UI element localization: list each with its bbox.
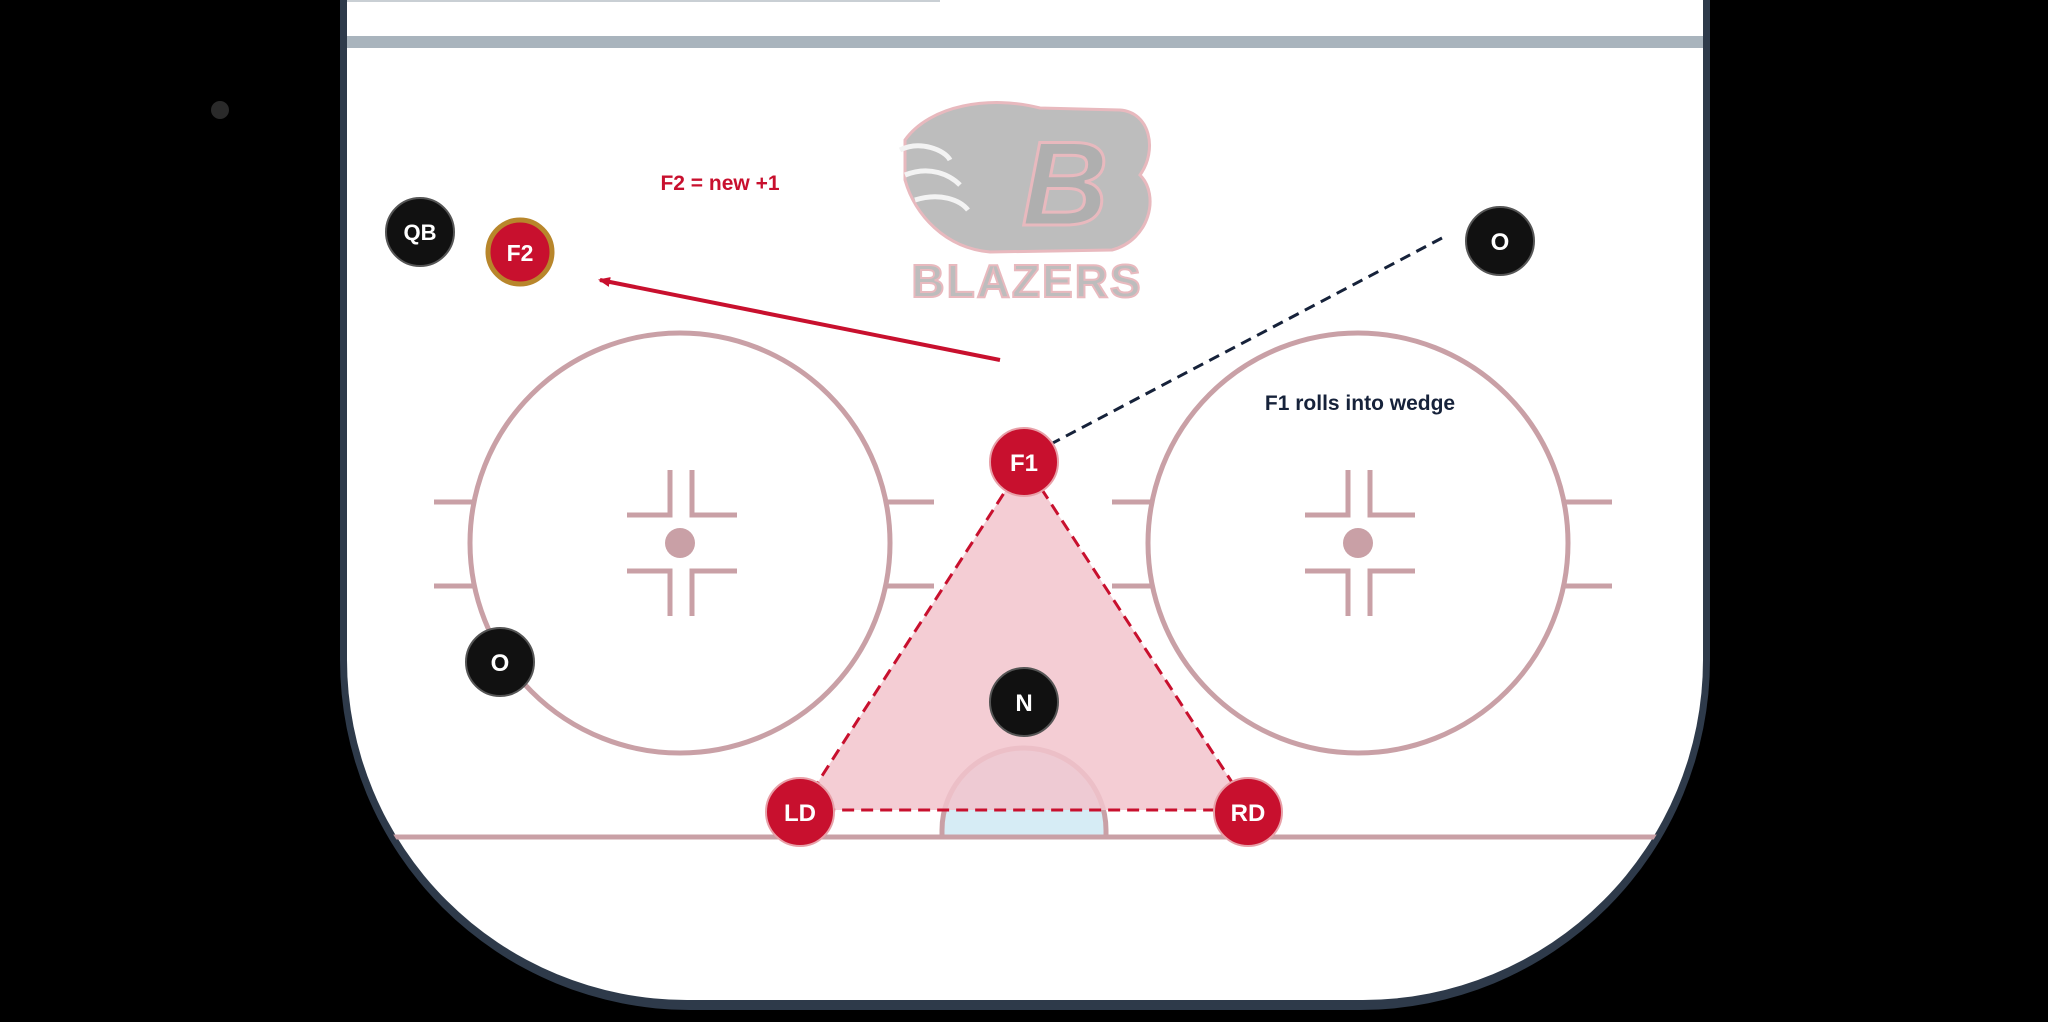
- top-board-strip: [347, 36, 1703, 48]
- left-faceoff-circle: [434, 330, 934, 756]
- f1-note: F1 rolls into wedge: [1265, 392, 1455, 415]
- player-o-left-label: O: [491, 650, 510, 677]
- player-qb-label: QB: [404, 220, 437, 245]
- left-faceoff-dot: [665, 528, 695, 558]
- player-n-label: N: [1015, 690, 1032, 717]
- blazers-logo: B BLAZERS: [898, 101, 1152, 308]
- f1-route-arrow: [1028, 236, 1443, 457]
- player-ld-label: LD: [784, 800, 816, 827]
- player-f2: F2: [485, 217, 555, 287]
- logo-wordmark: BLAZERS: [911, 255, 1142, 307]
- player-ld: LD: [765, 777, 835, 847]
- player-rd: RD: [1213, 777, 1283, 847]
- right-faceoff-dot: [1343, 528, 1373, 558]
- player-qb: QB: [385, 197, 455, 267]
- f2-pass-arrow: [598, 277, 1001, 362]
- player-f1-label: F1: [1010, 450, 1038, 477]
- logo-letter: B: [1022, 117, 1109, 251]
- player-f2-label: F2: [507, 240, 534, 266]
- wedge-triangle: [797, 459, 1253, 812]
- player-f1: F1: [989, 427, 1059, 497]
- player-rd-label: RD: [1231, 800, 1266, 827]
- player-o-left: O: [465, 627, 535, 697]
- f2-note: F2 = new +1: [660, 172, 779, 195]
- player-n: N: [989, 667, 1059, 737]
- player-o-top-right: O: [1465, 206, 1535, 276]
- player-o-top-right-label: O: [1491, 229, 1510, 256]
- marker-dot: [211, 101, 229, 119]
- right-faceoff-circle: [1112, 330, 1612, 756]
